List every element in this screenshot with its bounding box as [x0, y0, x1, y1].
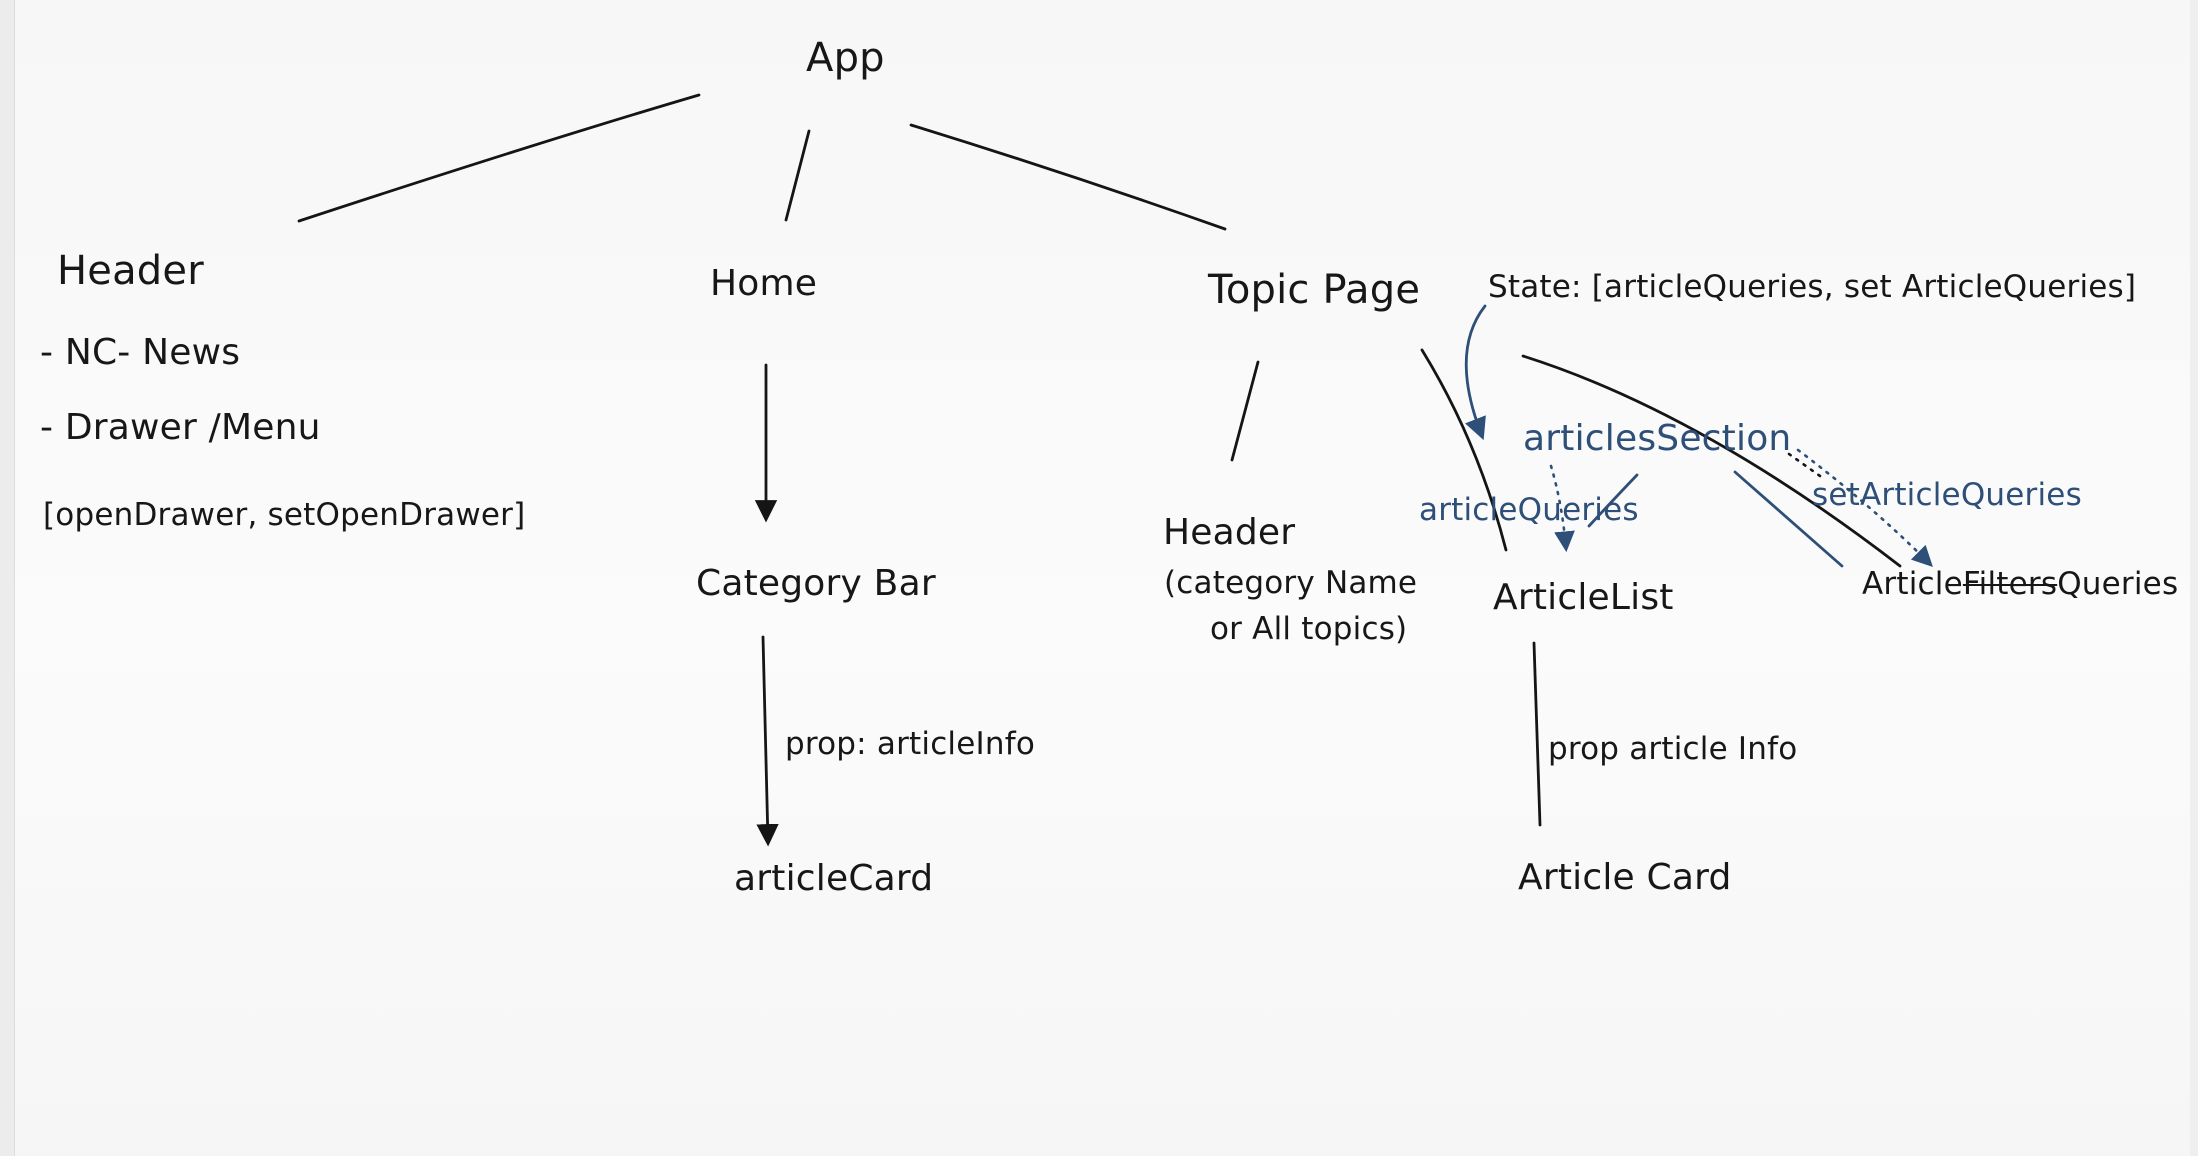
articles-section-label: articlesSection	[1523, 418, 1792, 459]
topic-page-node: Topic Page	[1208, 267, 1421, 313]
right-article-card-node: Article Card	[1518, 857, 1732, 898]
category-bar-prop-label: prop: articleInfo	[785, 726, 1035, 762]
home-node: Home	[710, 263, 818, 304]
set-article-queries-label: setArticleQueries	[1812, 477, 2082, 513]
article-queries-state: State: [articleQueries, set ArticleQueri…	[1488, 269, 2137, 305]
article-filters-prefix: Article	[1862, 566, 1963, 602]
app-topic-page-connector	[909, 123, 1227, 231]
state-articles-section-arrow	[1464, 304, 1487, 441]
app-node: App	[806, 35, 885, 81]
app-header-connector	[297, 93, 701, 223]
left-article-card-node: articleCard	[734, 858, 934, 899]
category-bar-node: Category Bar	[696, 563, 936, 604]
articles-section-to-filters-dotted-arrow	[1796, 448, 1933, 567]
category-name-line: (category Name	[1164, 565, 1418, 601]
app-home-connector	[784, 129, 811, 222]
article-filters-suffix: Queries	[2057, 566, 2179, 602]
article-list-node: ArticleList	[1493, 577, 1674, 618]
small-dotted-link	[1787, 452, 1822, 478]
all-topics-line: or All topics)	[1210, 611, 1408, 647]
open-drawer-state: [openDrawer, setOpenDrawer]	[43, 497, 526, 533]
article-queries-mark	[1587, 473, 1639, 528]
topic-page-header-connector	[1230, 360, 1260, 462]
header-node: Header	[57, 248, 204, 294]
articles-section-to-article-list-dotted-arrow	[1549, 464, 1575, 553]
articles-section-set-queries-connector	[1733, 470, 1844, 568]
article-list-prop-label: prop article Info	[1548, 731, 1798, 767]
article-filters-strikethrough: Filters	[1962, 566, 2058, 602]
article-queries-label: articleQueries	[1419, 492, 1639, 528]
category-bar-article-card-arrow	[756, 635, 779, 847]
article-filters-queries-node: ArticleFiltersQueries	[1862, 566, 2178, 602]
topic-page-header-node: Header	[1163, 512, 1296, 553]
topic-page-article-list-connector	[1420, 348, 1508, 552]
state-set-article-queries-connector	[1521, 354, 1902, 568]
nc-news-item: - NC- News	[40, 332, 241, 373]
article-list-article-card-connector	[1532, 641, 1542, 827]
drawer-menu-item: - Drawer /Menu	[40, 407, 321, 448]
